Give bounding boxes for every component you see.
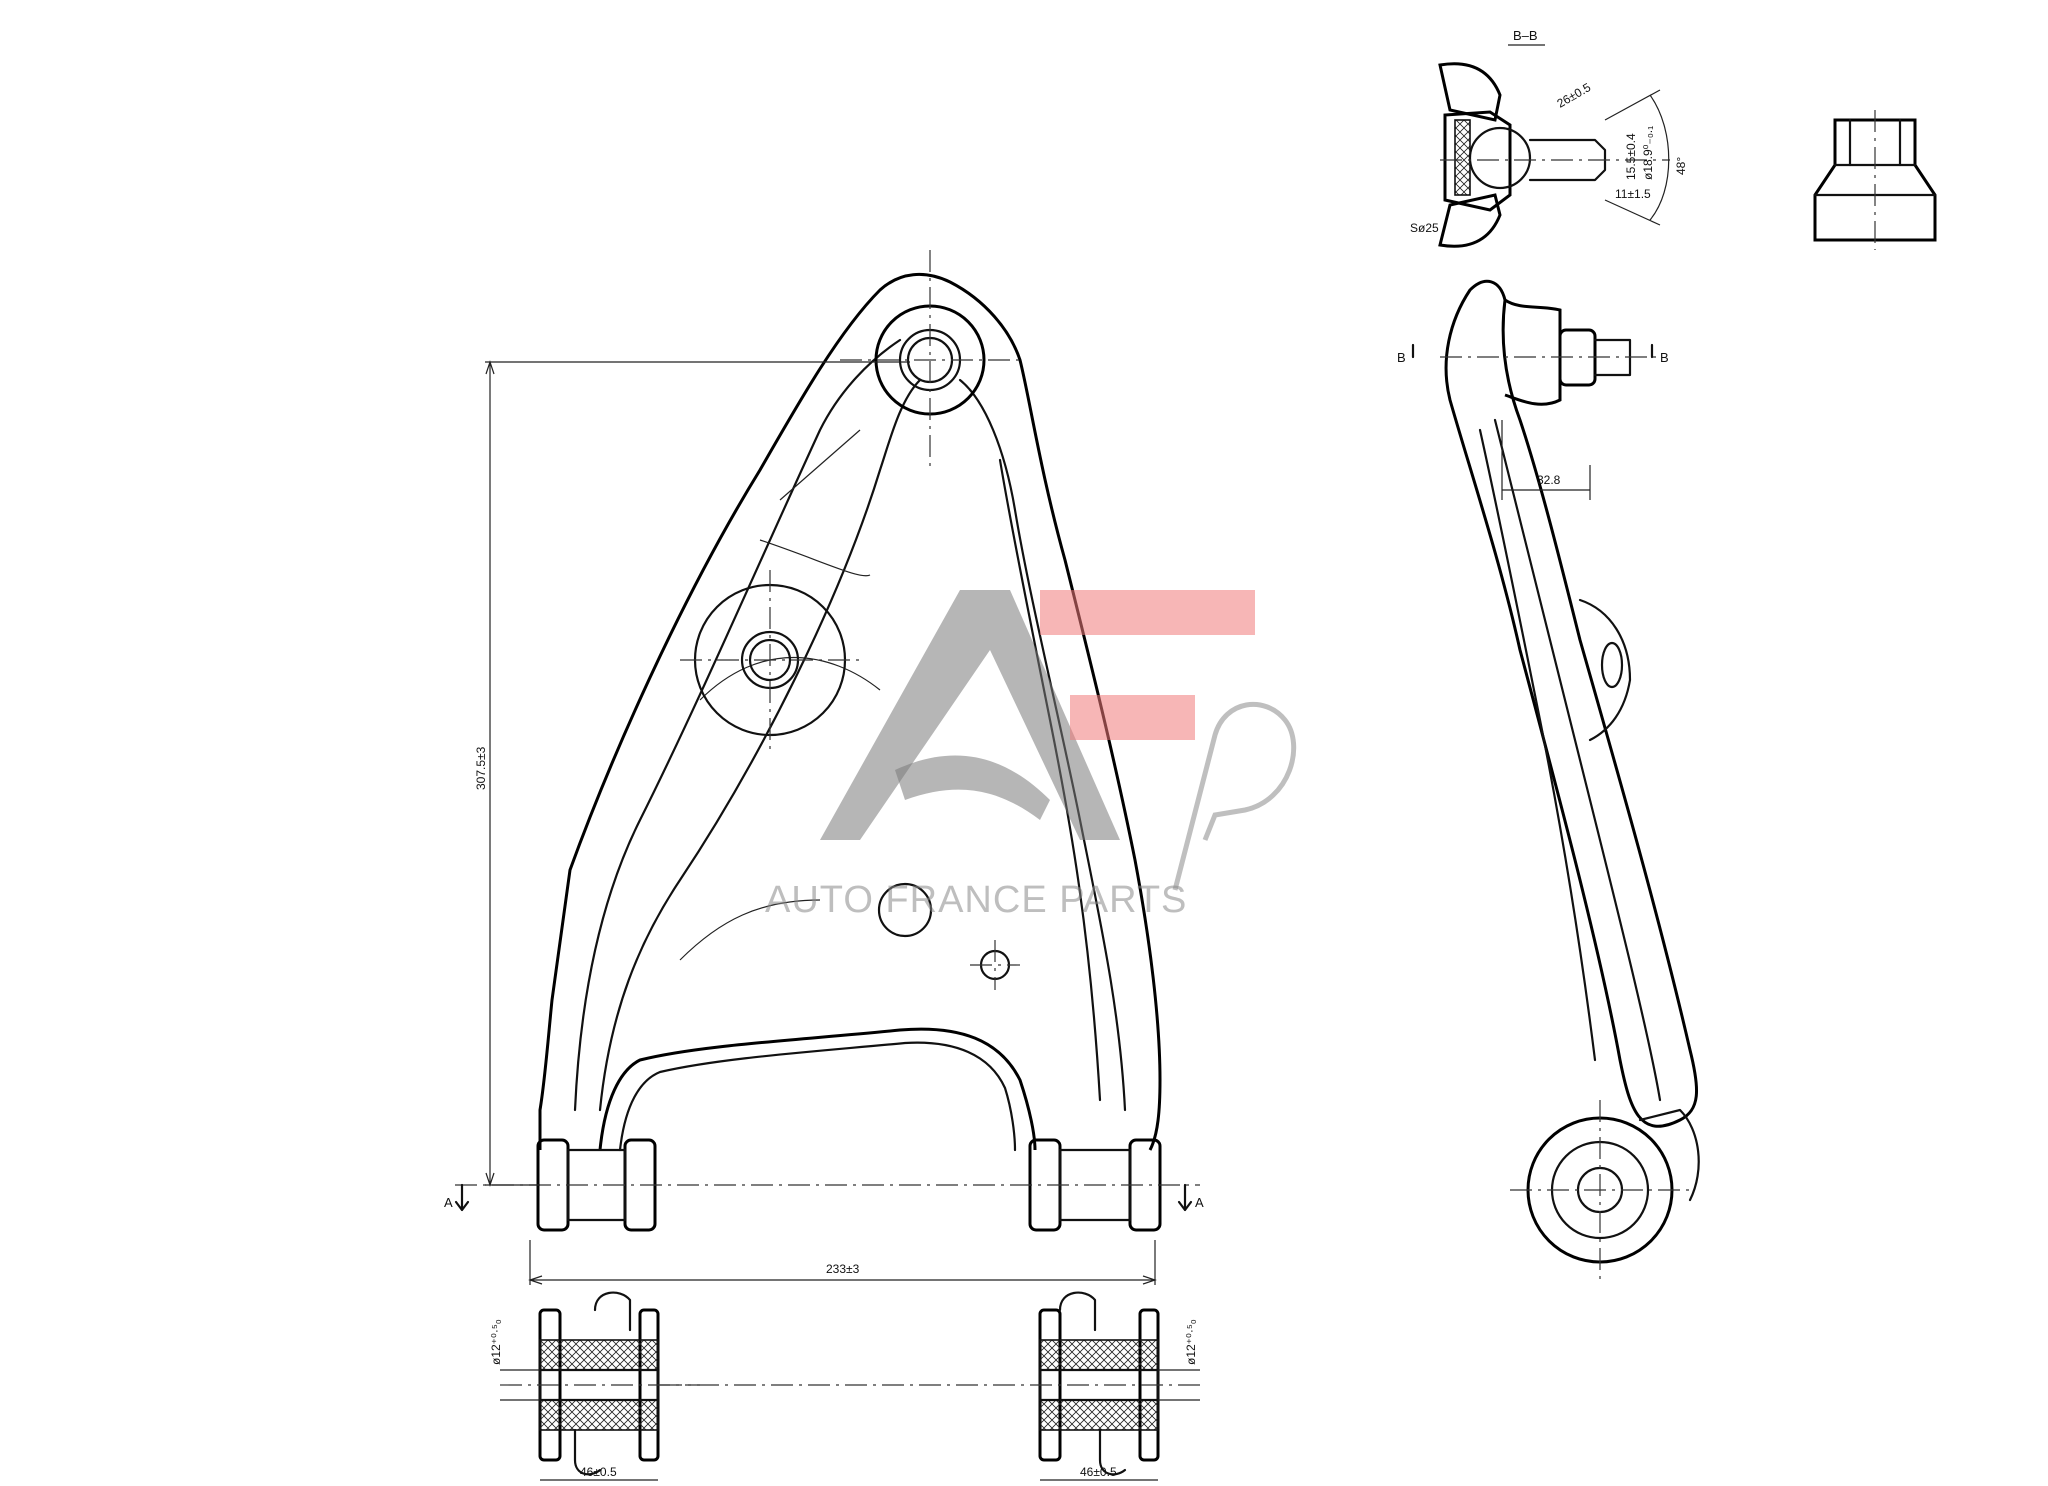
dim-stud-dia: ø18.9⁰₋₀.₁ [1641,126,1655,180]
dim-offset: 32.8 [1537,473,1561,487]
dim-bush-dia-left: ø12⁺⁰·⁵₀ [489,1319,503,1365]
section-bb-view: B–B 26±0.5 Sø25 15.5±0.4 ø18.9⁰₋₀.₁ 11±1… [1410,28,1688,248]
boot-detail-view [1813,110,1937,250]
width-dimension: 233±3 [528,1240,1157,1285]
dim-bush-len-left: 46±0.5 [580,1465,617,1479]
height-dimension: 307.5±3 [474,360,910,1187]
section-mark-b-left: B [1397,350,1406,365]
dim-angle: 48° [1674,157,1688,175]
section-mark-a-left: A [444,1195,453,1210]
dim-width: 233±3 [826,1262,860,1276]
section-label: B–B [1513,28,1538,43]
dim-height: 307.5±3 [474,746,488,790]
dim-bush-dia-right: ø12⁺⁰·⁵₀ [1184,1319,1198,1365]
dim-stud-end: 11±1.5 [1615,187,1651,201]
dim-stud-len: 15.5±0.4 [1624,133,1638,180]
section-mark-a-right: A [1195,1195,1204,1210]
control-arm-side-view: B B 32.8 [1397,279,1700,1280]
dim-taper-length: 26±0.5 [1555,80,1594,111]
watermark-text: AUTO FRANCE PARTS [765,879,1187,921]
dim-ball-sphere: Sø25 [1410,221,1439,235]
section-mark-b-right: B [1660,350,1669,365]
lightening-hole [877,882,933,938]
bushing-detail-right: ø12⁺⁰·⁵₀ 46±0.5 [660,1291,1200,1481]
watermark-logo: AUTO FRANCE PARTS [765,590,1297,921]
dim-bush-len-right: 46±0.5 [1080,1465,1117,1479]
bushing-detail-left: ø12⁺⁰·⁵₀ 46±0.5 [489,1291,700,1481]
